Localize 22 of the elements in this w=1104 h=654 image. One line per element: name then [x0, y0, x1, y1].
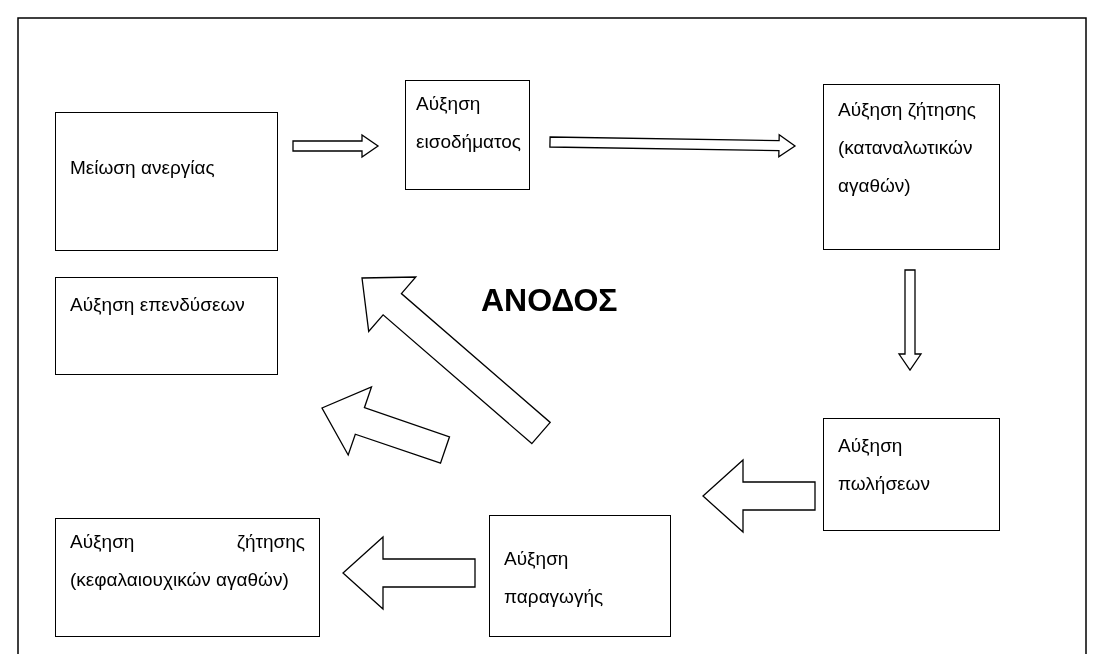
diagram-label: ΑΝΟΔΟΣ	[481, 282, 618, 319]
process-box	[405, 80, 530, 190]
block-arrow	[342, 535, 476, 611]
box-text: Αύξηση ζήτησης (καταναλωτικών αγαθών)	[838, 98, 977, 198]
block-arrow	[897, 269, 923, 372]
box-text: Αύξηση εισοδήματος	[416, 92, 519, 154]
process-box	[823, 84, 1000, 250]
process-box	[823, 418, 1000, 531]
block-arrow	[549, 133, 797, 158]
block-arrow	[361, 276, 552, 445]
block-arrow	[702, 458, 816, 534]
box-text: Αύξηση πωλήσεων	[838, 434, 931, 496]
process-box	[55, 277, 278, 375]
box-text: Μείωση ανεργίας	[70, 156, 216, 180]
box-text: Αύξηση επενδύσεων	[70, 293, 246, 317]
box-text: Αύξηση παραγωγής	[504, 547, 605, 609]
block-arrow	[321, 385, 451, 465]
block-arrow	[292, 133, 380, 159]
box-text: Αύξηση ζήτησης (κεφαλαιουχικών αγαθών)	[70, 530, 305, 592]
process-box	[55, 518, 320, 637]
process-box	[489, 515, 671, 637]
process-box	[55, 112, 278, 251]
